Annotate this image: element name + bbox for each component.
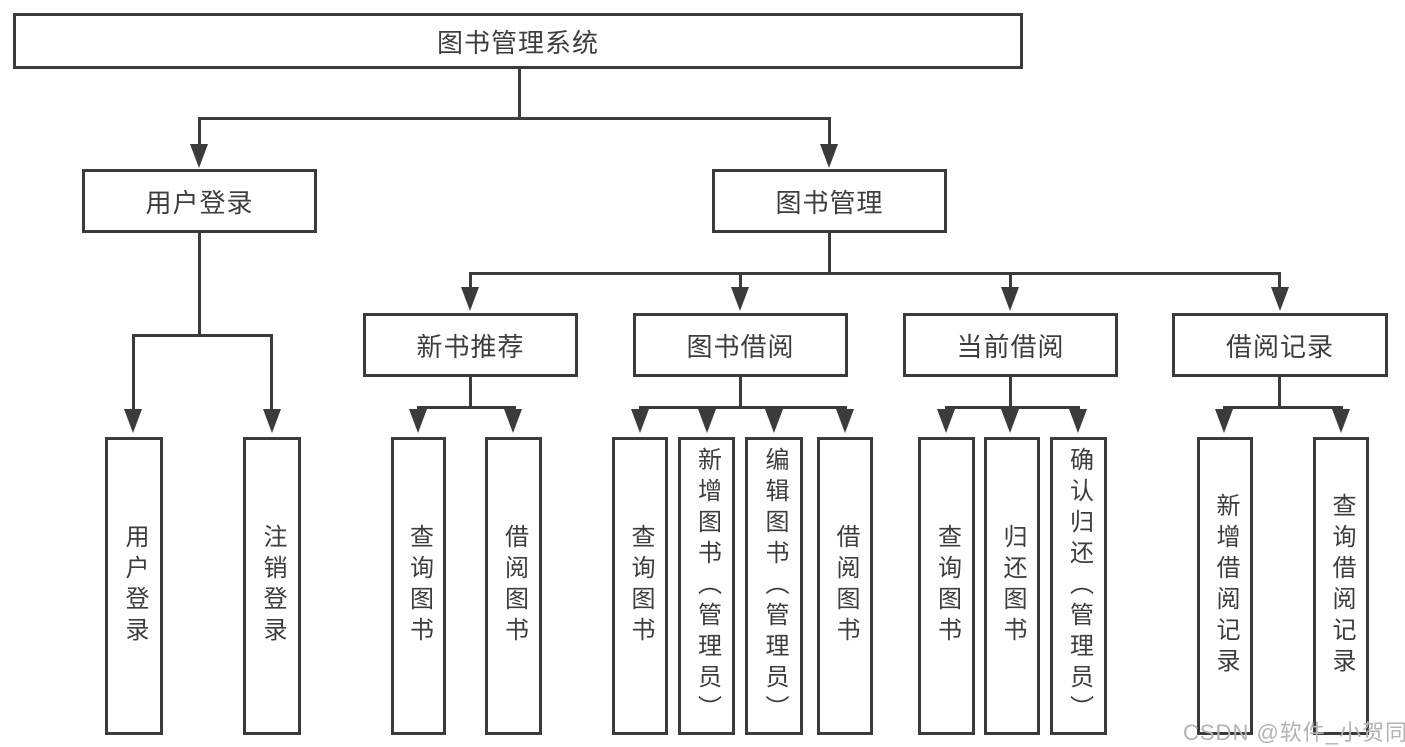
node-new-book-recommendation-label: 新书推荐	[416, 331, 525, 362]
leaf-query-borrow-record: 查询借阅记录	[1313, 437, 1369, 735]
arrowhead-leaf-confirm-return	[1069, 409, 1087, 433]
node-borrowing-records-label: 借阅记录	[1225, 331, 1334, 362]
rail-current-borrowing-children	[945, 406, 1080, 409]
csdn-watermark: CSDN @软件_小贺同学	[1183, 720, 1405, 745]
node-library-management-system: 图书管理系统	[13, 13, 1023, 69]
node-library-management-system-label: 图书管理系统	[436, 27, 599, 58]
arrowhead-borrowing-records	[1271, 287, 1289, 311]
rail-book-borrowing-children	[639, 406, 847, 409]
leaf-add-borrow-record-label: 新增借阅记录	[1212, 493, 1239, 679]
arrowhead-book-management	[820, 144, 838, 168]
node-user-login-label: 用户登录	[145, 187, 254, 218]
leaf-query-books-3-label: 查询图书	[933, 524, 961, 648]
arrowhead-leaf-query-books-3	[937, 409, 955, 433]
node-book-management-label: 图书管理	[775, 187, 884, 218]
rail-level2	[198, 117, 831, 120]
leaf-confirm-return-admin: 确认归还（管理员）	[1050, 437, 1107, 735]
leaf-query-books-1-label: 查询图书	[405, 524, 433, 648]
arrowhead-user-login	[190, 144, 208, 168]
connector-user-login-stem	[198, 233, 201, 337]
connector-new-book-rec-stem	[469, 377, 472, 409]
rail-new-book-rec-children	[417, 406, 516, 409]
arrowhead-leaf-add-book	[698, 409, 716, 433]
node-current-borrowing: 当前借阅	[903, 313, 1118, 377]
leaf-user-login: 用户登录	[105, 437, 163, 735]
arrowhead-current-borrowing	[1001, 287, 1019, 311]
leaf-return-book: 归还图书	[984, 437, 1040, 735]
arrowhead-leaf-query-borrow-record	[1332, 409, 1350, 433]
leaf-add-book-admin: 新增图书（管理员）	[678, 437, 735, 735]
leaf-borrow-books-2-label: 借阅图书	[832, 524, 859, 648]
leaf-query-books-2: 查询图书	[612, 437, 668, 735]
node-current-borrowing-label: 当前借阅	[956, 331, 1065, 362]
arrow-stem-book-borrowing	[739, 272, 742, 290]
arrow-stem-new-book-rec	[469, 272, 472, 290]
arrow-stem-borrowing-records	[1278, 272, 1281, 290]
arrow-stem-book-management	[828, 117, 831, 149]
leaf-logout-label: 注销登录	[259, 524, 286, 648]
node-book-borrowing-label: 图书借阅	[686, 331, 795, 362]
leaf-confirm-return-admin-label: 确认归还（管理员）	[1065, 446, 1093, 726]
node-book-borrowing: 图书借阅	[633, 313, 848, 377]
leaf-borrow-books-2: 借阅图书	[817, 437, 873, 735]
leaf-edit-book-admin-label: 编辑图书（管理员）	[761, 446, 788, 726]
leaf-return-book-label: 归还图书	[999, 524, 1026, 648]
connector-leaf-logout-drop	[270, 335, 273, 412]
arrowhead-leaf-return-book	[1001, 409, 1019, 433]
connector-current-borrowing-stem	[1009, 377, 1012, 409]
leaf-borrow-books-1: 借阅图书	[485, 437, 542, 735]
node-book-management: 图书管理	[712, 169, 947, 233]
connector-leaf-user-login-drop	[132, 335, 135, 412]
arrowhead-leaf-borrow-books-2	[836, 409, 854, 433]
leaf-query-borrow-record-label: 查询借阅记录	[1328, 493, 1355, 679]
leaf-query-books-1: 查询图书	[391, 437, 446, 735]
arrowhead-leaf-query-books-1	[409, 409, 427, 433]
arrowhead-leaf-edit-book	[765, 409, 783, 433]
leaf-logout: 注销登录	[243, 437, 301, 735]
arrowhead-book-borrowing	[731, 287, 749, 311]
rail-borrowing-records-children	[1223, 406, 1343, 409]
node-new-book-recommendation: 新书推荐	[363, 313, 578, 377]
connector-root-stem	[518, 69, 521, 120]
arrowhead-leaf-add-borrow-record	[1215, 409, 1233, 433]
leaf-query-books-2-label: 查询图书	[627, 524, 654, 648]
leaf-borrow-books-1-label: 借阅图书	[500, 524, 528, 648]
arrowhead-leaf-borrow-books-1	[504, 409, 522, 433]
node-borrowing-records: 借阅记录	[1172, 313, 1388, 377]
connector-borrowing-records-stem	[1278, 377, 1281, 409]
leaf-add-book-admin-label: 新增图书（管理员）	[693, 446, 721, 726]
arrow-stem-user-login	[198, 117, 201, 149]
arrowhead-new-book-rec	[461, 287, 479, 311]
leaf-user-login-label: 用户登录	[121, 524, 148, 648]
leaf-add-borrow-record: 新增借阅记录	[1197, 437, 1253, 735]
arrow-stem-current-borrowing	[1009, 272, 1012, 290]
rail-level3	[469, 272, 1281, 275]
leaf-query-books-3: 查询图书	[918, 437, 975, 735]
connector-book-management-stem	[828, 233, 831, 275]
connector-book-borrowing-stem	[739, 377, 742, 409]
arrowhead-leaf-query-books-2	[631, 409, 649, 433]
arrowhead-leaf-user-login	[124, 409, 142, 433]
rail-user-login-children	[132, 334, 273, 337]
arrowhead-leaf-logout	[263, 409, 281, 433]
node-user-login: 用户登录	[82, 169, 317, 233]
leaf-edit-book-admin: 编辑图书（管理员）	[745, 437, 803, 735]
